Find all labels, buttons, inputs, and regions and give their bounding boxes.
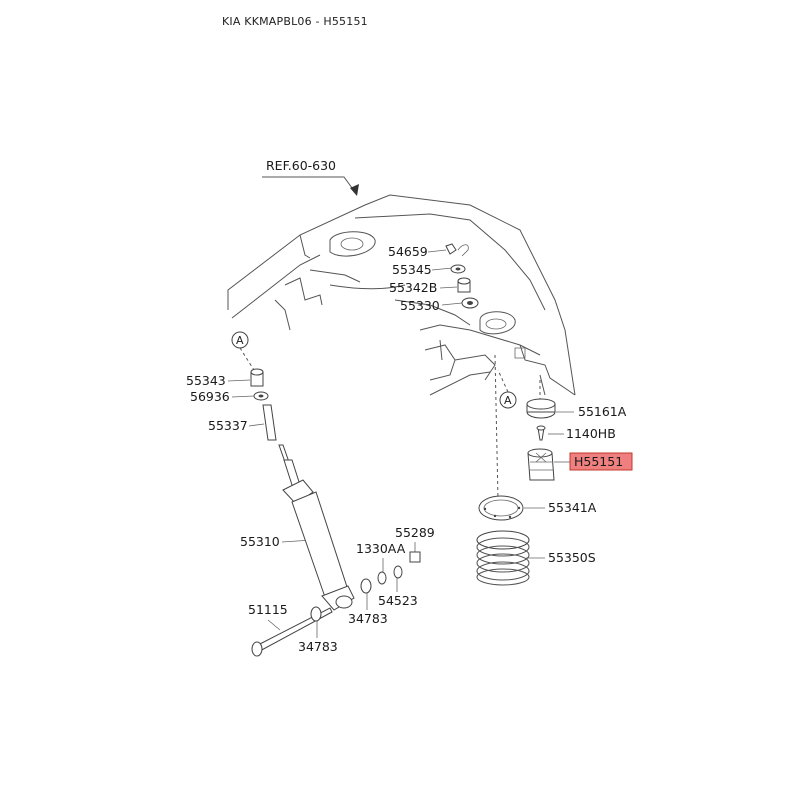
callout-a-right[interactable]: A [497, 369, 517, 409]
part-label-55289[interactable]: 55289 [395, 525, 435, 540]
part-34783-upper[interactable]: 34783 [348, 578, 388, 626]
part-label-55337[interactable]: 55337 [208, 418, 248, 433]
part-label-34783-upper[interactable]: 34783 [348, 611, 388, 626]
callout-a-left[interactable]: A [231, 331, 255, 371]
part-label-55342B[interactable]: 55342B [389, 280, 437, 295]
part-label-51115[interactable]: 51115 [248, 602, 288, 617]
callout-letter-left: A [236, 334, 244, 347]
part-55341A[interactable]: 55341A [478, 495, 597, 521]
part-label-54523[interactable]: 54523 [378, 593, 418, 608]
part-34783-lower[interactable]: 34783 [298, 606, 338, 654]
part-label-55350S[interactable]: 55350S [548, 550, 596, 565]
part-H55151[interactable]: H55151 [527, 448, 633, 481]
callout-letter-right: A [504, 394, 512, 407]
ref-arrow [262, 176, 359, 196]
ref-label[interactable]: REF.60-630 [266, 158, 336, 173]
part-55350S[interactable]: 55350S [476, 530, 596, 586]
part-label-34783-lower[interactable]: 34783 [298, 639, 338, 654]
part-55330[interactable]: 55330 [400, 297, 479, 313]
part-label-55341A[interactable]: 55341A [548, 500, 597, 515]
part-label-H55151[interactable]: H55151 [574, 454, 623, 469]
page-title: KIA KKMAPBL06 - H55151 [222, 15, 368, 28]
part-label-56936[interactable]: 56936 [190, 389, 230, 404]
part-1330AA[interactable]: 1330AA [356, 541, 406, 585]
part-label-55330[interactable]: 55330 [400, 298, 440, 313]
body-frame [227, 194, 576, 396]
part-label-1330AA[interactable]: 1330AA [356, 541, 406, 556]
part-label-55161A[interactable]: 55161A [578, 404, 627, 419]
part-55337[interactable]: 55337 [208, 404, 277, 441]
part-label-54659[interactable]: 54659 [388, 244, 428, 259]
part-label-55345[interactable]: 55345 [392, 262, 432, 277]
part-55310[interactable]: 55310 [240, 444, 355, 611]
part-label-55310[interactable]: 55310 [240, 534, 280, 549]
part-label-55343[interactable]: 55343 [186, 373, 226, 388]
part-55345[interactable]: 55345 [392, 262, 466, 277]
part-55343[interactable]: 55343 [186, 368, 264, 388]
part-54523[interactable]: 54523 [378, 565, 418, 608]
part-55342B[interactable]: 55342B [389, 277, 471, 295]
assembly-axis-right [494, 354, 499, 501]
part-56936[interactable]: 56936 [190, 389, 269, 404]
part-label-1140HB[interactable]: 1140HB [566, 426, 616, 441]
part-55161A[interactable]: 55161A [526, 398, 627, 419]
part-1140HB[interactable]: 1140HB [536, 425, 616, 441]
highlight-box [569, 452, 633, 471]
part-54659[interactable]: 54659 [388, 243, 469, 259]
part-55289[interactable]: 55289 [395, 525, 435, 563]
